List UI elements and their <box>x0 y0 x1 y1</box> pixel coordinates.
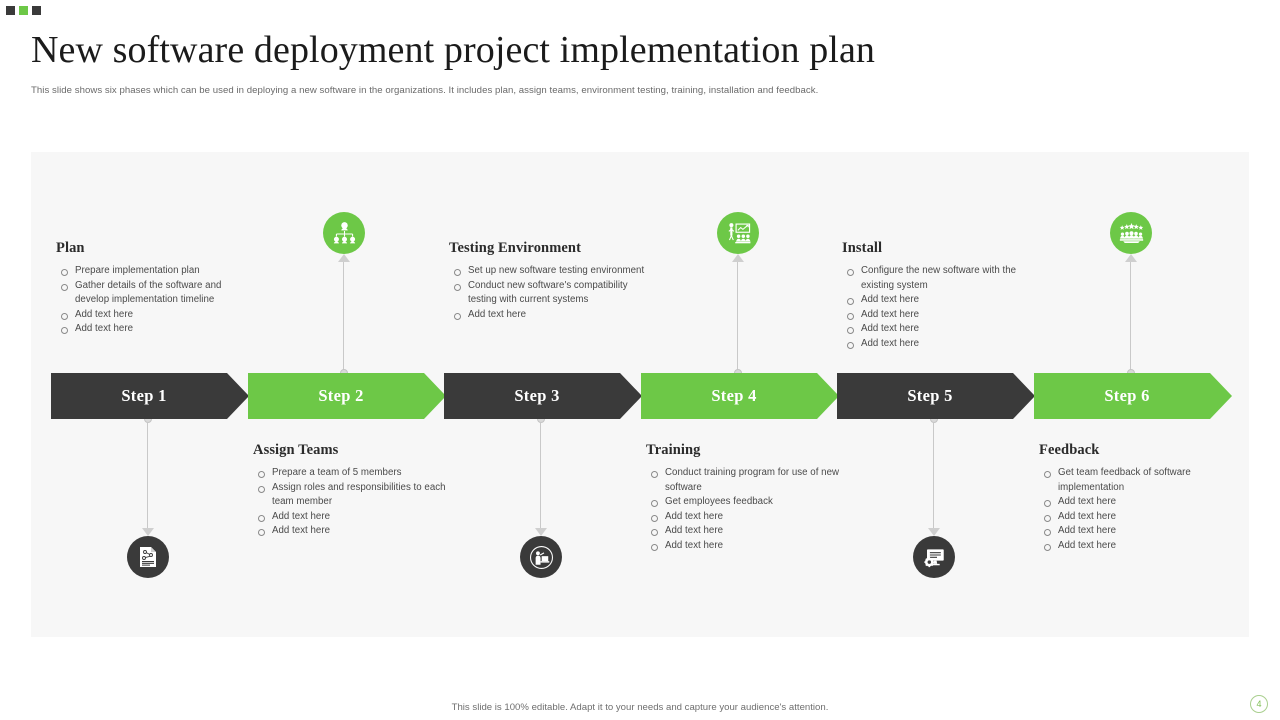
step-heading-3: Testing Environment <box>449 240 582 256</box>
footer-note: This slide is 100% editable. Adapt it to… <box>451 702 829 713</box>
step-bar-1[interactable]: Step 1 <box>51 373 249 419</box>
step-6-bullet: Add text here <box>1039 495 1239 510</box>
step-icon-badge-3[interactable] <box>520 536 562 578</box>
step-content-3: Testing Environment Set up new software … <box>449 240 649 322</box>
step-icon-badge-1[interactable] <box>127 536 169 578</box>
step-4-bullet: Conduct training program for use of new … <box>646 466 846 495</box>
training-presentation-icon <box>726 221 751 246</box>
step-icon-badge-2[interactable] <box>323 212 365 254</box>
step-2-bullet: Assign roles and responsibilities to eac… <box>253 481 453 510</box>
brand-square-green <box>19 6 28 15</box>
step-6-bullet: Add text here <box>1039 524 1239 539</box>
step-bar-label-5: Step 5 <box>907 386 953 405</box>
step-3-bullet: Conduct new software's compatibility tes… <box>449 279 649 308</box>
step-bullet-list-4: Conduct training program for use of new … <box>646 466 846 554</box>
step-3-bullet: Set up new software testing environment <box>449 264 649 279</box>
step-bar-label-1: Step 1 <box>121 386 167 405</box>
page-title: New software deployment project implemen… <box>31 29 876 71</box>
page-subtitle: This slide shows six phases which can be… <box>31 85 819 96</box>
step-heading-4: Training <box>646 442 701 458</box>
connector-step-2 <box>337 254 351 377</box>
step-heading-6: Feedback <box>1039 442 1100 458</box>
step-bar-6[interactable]: Step 6 <box>1034 373 1232 419</box>
connector-step-6 <box>1124 254 1138 377</box>
step-bar-3[interactable]: Step 3 <box>444 373 642 419</box>
connector-step-3 <box>534 415 548 536</box>
step-5-bullet: Add text here <box>842 337 1042 352</box>
step-5-bullet: Configure the new software with the exis… <box>842 264 1042 293</box>
step-bar-label-6: Step 6 <box>1104 386 1150 405</box>
step-2-bullet: Add text here <box>253 524 453 539</box>
step-bar-label-4: Step 4 <box>711 386 757 405</box>
step-heading-2: Assign Teams <box>253 442 339 458</box>
step-4-bullet: Add text here <box>646 510 846 525</box>
connector-step-5 <box>927 415 941 536</box>
brand-squares <box>6 6 41 15</box>
page-number-badge: 4 <box>1250 695 1268 713</box>
step-icon-badge-5[interactable] <box>913 536 955 578</box>
step-6-bullet: Get team feedback of software implementa… <box>1039 466 1239 495</box>
plan-document-icon <box>136 545 160 569</box>
step-content-5: Install Configure the new software with … <box>842 240 1042 352</box>
step-content-6: Feedback Get team feedback of software i… <box>1039 442 1239 554</box>
org-chart-team-icon <box>332 221 357 246</box>
step-4-bullet: Add text here <box>646 539 846 554</box>
stars-rating-people-icon <box>1119 221 1144 246</box>
monitor-gear-icon <box>922 545 947 570</box>
step-bullet-list-6: Get team feedback of software implementa… <box>1039 466 1239 554</box>
step-1-bullet: Add text here <box>56 322 256 337</box>
step-5-bullet: Add text here <box>842 293 1042 308</box>
step-icon-badge-4[interactable] <box>717 212 759 254</box>
step-content-2: Assign Teams Prepare a team of 5 members… <box>253 442 453 539</box>
step-heading-5: Install <box>842 240 883 256</box>
step-bar-label-3: Step 3 <box>514 386 560 405</box>
step-4-bullet: Add text here <box>646 524 846 539</box>
step-bar-4[interactable]: Step 4 <box>641 373 839 419</box>
brand-square-dark-1 <box>6 6 15 15</box>
connector-step-1 <box>141 415 155 536</box>
step-4-bullet: Get employees feedback <box>646 495 846 510</box>
step-bar-2[interactable]: Step 2 <box>248 373 446 419</box>
brand-square-dark-2 <box>32 6 41 15</box>
step-5-bullet: Add text here <box>842 322 1042 337</box>
step-1-bullet: Add text here <box>56 308 256 323</box>
step-2-bullet: Prepare a team of 5 members <box>253 466 453 481</box>
step-icon-badge-6[interactable] <box>1110 212 1152 254</box>
step-5-bullet: Add text here <box>842 308 1042 323</box>
step-bar-5[interactable]: Step 5 <box>837 373 1035 419</box>
step-content-4: Training Conduct training program for us… <box>646 442 846 554</box>
step-6-bullet: Add text here <box>1039 510 1239 525</box>
step-bullet-list-5: Configure the new software with the exis… <box>842 264 1042 352</box>
person-at-computer-icon <box>529 545 554 570</box>
step-3-bullet: Add text here <box>449 308 649 323</box>
step-1-bullet: Prepare implementation plan <box>56 264 256 279</box>
step-bar-label-2: Step 2 <box>318 386 364 405</box>
connector-step-4 <box>731 254 745 377</box>
step-6-bullet: Add text here <box>1039 539 1239 554</box>
step-heading-1: Plan <box>56 240 85 256</box>
step-2-bullet: Add text here <box>253 510 453 525</box>
step-1-bullet: Gather details of the software and devel… <box>56 279 256 308</box>
